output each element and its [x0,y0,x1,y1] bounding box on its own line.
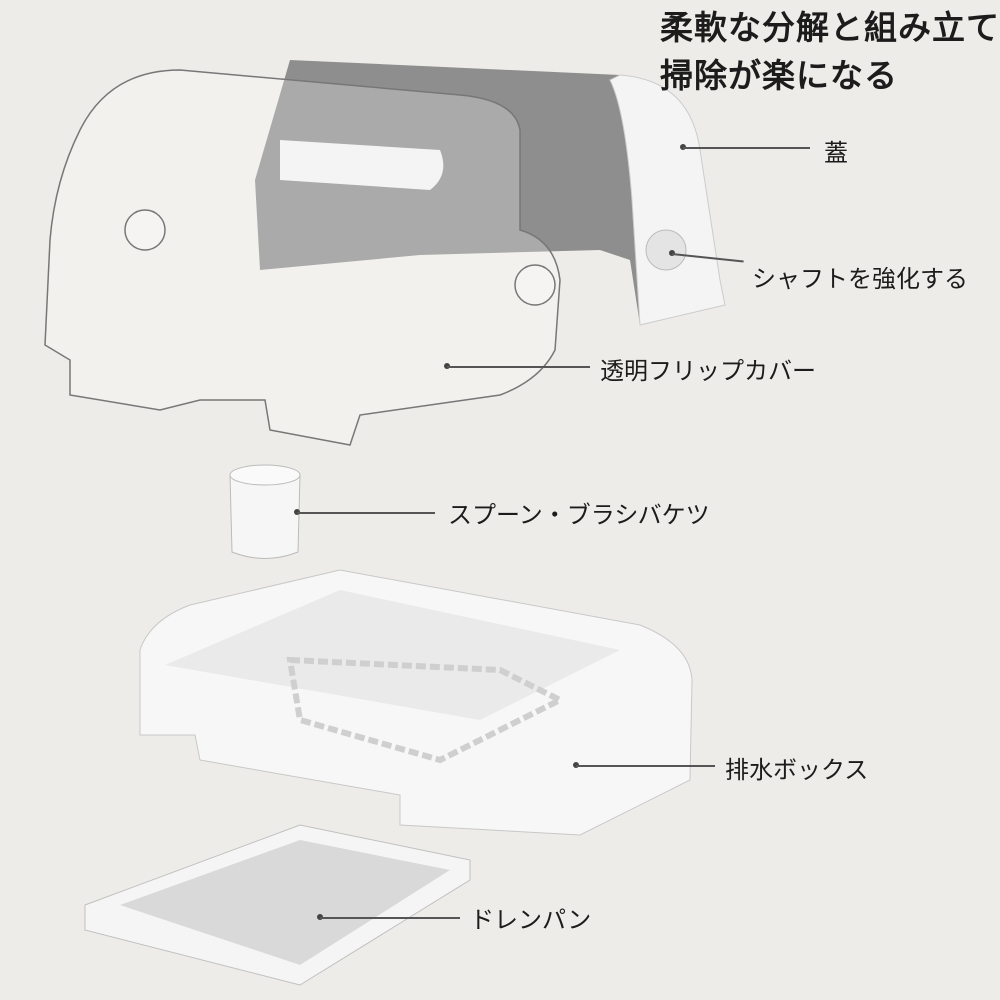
cover-leader-line [447,366,590,368]
label-shaft: シャフトを強化する [752,265,968,293]
label-cover: 透明フリップカバー [600,357,816,385]
bucket-leader-line [297,512,435,514]
shaft-pointer-dot [669,250,675,256]
lid-part [255,60,726,326]
label-drain-box: 排水ボックス [725,756,869,784]
label-drain-pan: ドレンパン [470,906,592,934]
headline-line-1: 柔軟な分解と組み立て [660,8,1000,47]
label-bucket: スプーン・ブラシバケツ [448,501,710,529]
drain-box-leader-line [576,765,715,767]
drain-box-part [139,569,693,836]
headline: 柔軟な分解と組み立て 掃除が楽になる [660,4,1000,100]
headline-line-2: 掃除が楽になる [660,56,898,95]
lid-leader-line [683,147,810,149]
bucket-part [229,464,301,559]
drain-pan-leader-line [320,917,460,919]
transparent-cover-part [44,69,561,446]
label-lid: 蓋 [824,139,848,167]
drain-pan-part [84,824,471,986]
